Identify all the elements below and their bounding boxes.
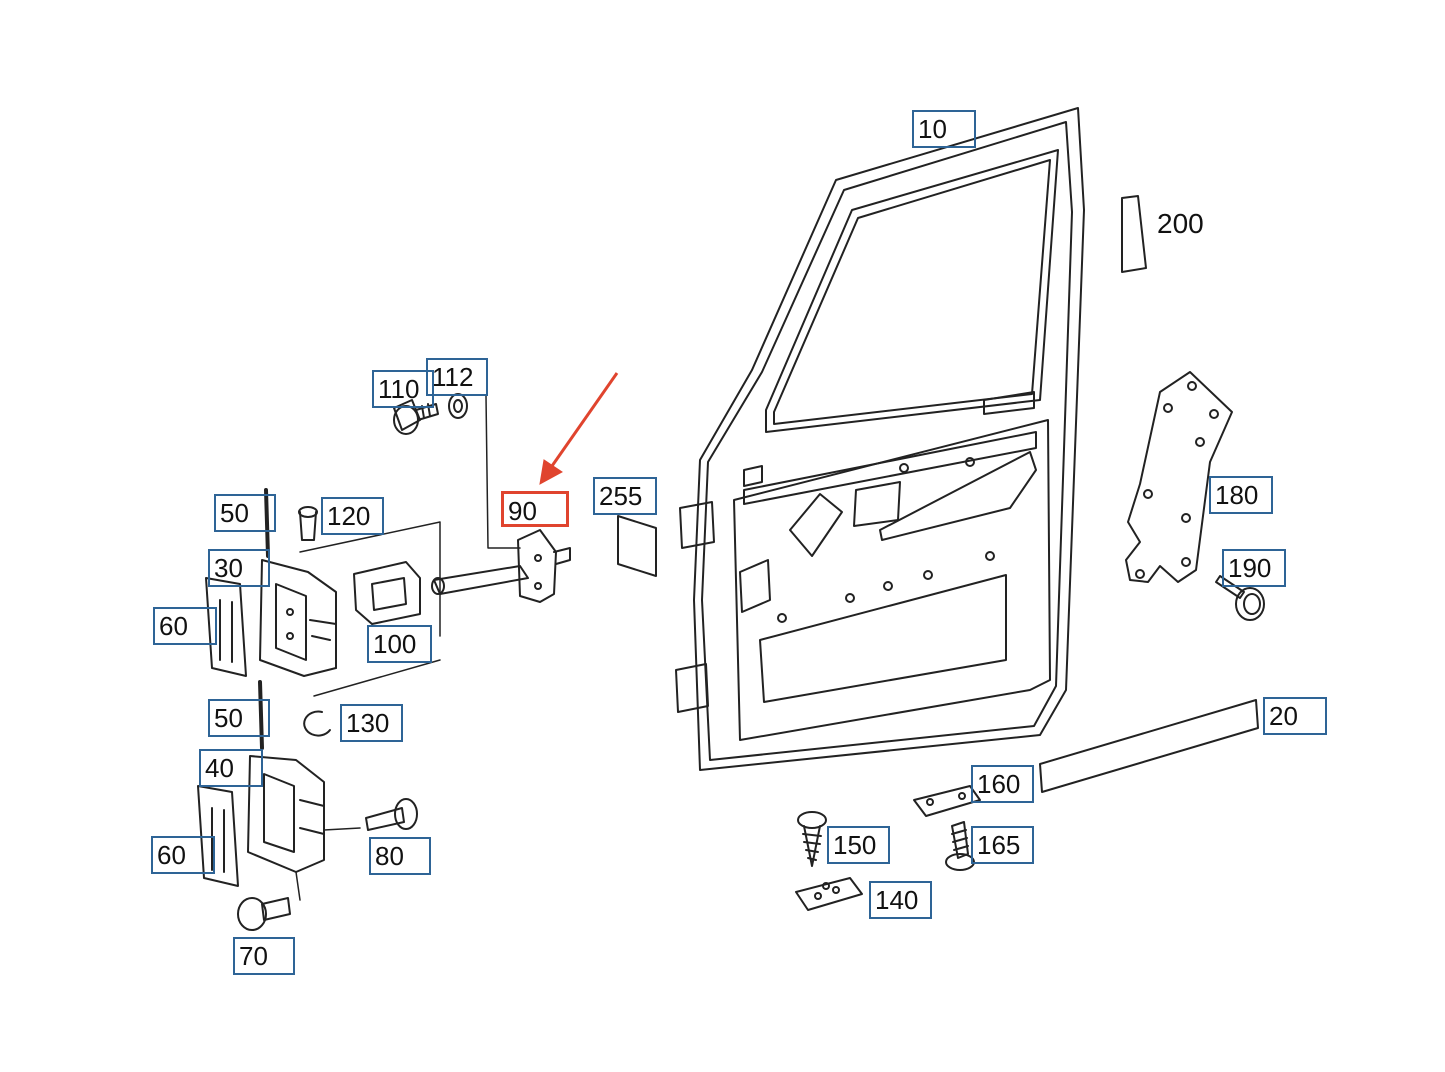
bracket-100 [353, 561, 421, 625]
callout-255[interactable]: 255 [593, 477, 657, 515]
door-check-90 [431, 529, 571, 603]
callout-165[interactable]: 165 [971, 826, 1034, 864]
callout-130[interactable]: 130 [340, 704, 403, 742]
callout-100[interactable]: 100 [367, 625, 432, 663]
strip-20 [1039, 699, 1259, 793]
callout-90-highlighted[interactable]: 90 [501, 491, 569, 527]
pad-255 [617, 515, 657, 577]
screw-150 [797, 811, 827, 867]
callout-70[interactable]: 70 [233, 937, 295, 975]
callout-50-upper[interactable]: 50 [214, 494, 276, 532]
pointer-arrow [539, 372, 619, 485]
callout-60-lower[interactable]: 60 [151, 836, 215, 874]
callout-40[interactable]: 40 [199, 749, 263, 787]
pin-120 [298, 506, 318, 541]
callout-120[interactable]: 120 [321, 497, 384, 535]
callout-50-lower[interactable]: 50 [208, 699, 270, 737]
screw-165 [945, 821, 975, 871]
door-shell [675, 107, 1085, 771]
callout-20[interactable]: 20 [1263, 697, 1327, 735]
callout-180[interactable]: 180 [1209, 476, 1273, 514]
bolt-190 [1215, 575, 1265, 621]
label-200: 200 [1157, 208, 1204, 239]
callout-140[interactable]: 140 [869, 881, 932, 919]
bolt-80 [365, 798, 418, 831]
wedge-200 [1121, 195, 1147, 273]
leader-lines [295, 395, 521, 901]
plate-160 [913, 785, 981, 817]
circlip-130 [303, 710, 331, 737]
washer-112 [448, 393, 468, 419]
bolt-70 [237, 897, 291, 931]
callout-112[interactable]: 112 [426, 358, 488, 396]
plate-140 [795, 877, 863, 911]
callout-80[interactable]: 80 [369, 837, 431, 875]
callout-110[interactable]: 110 [372, 370, 434, 408]
lower-hinge [197, 680, 325, 887]
callout-60-upper[interactable]: 60 [153, 607, 217, 645]
bracket-180 [1125, 371, 1233, 583]
upper-hinge [205, 488, 337, 677]
callout-10[interactable]: 10 [912, 110, 976, 148]
callout-30[interactable]: 30 [208, 549, 270, 587]
callout-190[interactable]: 190 [1222, 549, 1286, 587]
callout-160[interactable]: 160 [971, 765, 1034, 803]
callout-150[interactable]: 150 [827, 826, 890, 864]
